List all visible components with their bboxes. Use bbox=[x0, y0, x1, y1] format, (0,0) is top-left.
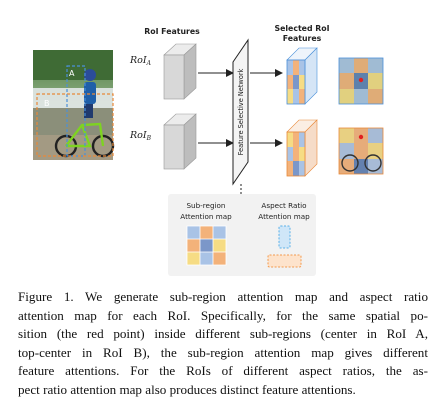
roi-a-label: RoIA bbox=[129, 55, 152, 67]
aspect-title-2: Attention map bbox=[258, 212, 310, 221]
roi-b-label: RoIB bbox=[129, 130, 152, 142]
selected-features-title-2: Features bbox=[283, 34, 322, 43]
attention-maps-panel: Sub-region Attention map Aspect Ratio At… bbox=[168, 194, 316, 276]
figure-diagram: A B RoI Features Selected RoI Features R… bbox=[33, 24, 384, 276]
figure-caption: Figure 1. We generate sub-region attenti… bbox=[18, 288, 428, 400]
aspect-title-1: Aspect Ratio bbox=[261, 201, 306, 210]
network-label: Feature Selective Network bbox=[237, 68, 245, 155]
roi-b-selected-cube bbox=[286, 119, 318, 177]
caption-line: feature attentions. For the RoIs of diff… bbox=[18, 363, 428, 379]
box-a-label: A bbox=[69, 69, 75, 78]
subregion-attention-grid bbox=[186, 225, 227, 266]
caption-line: pect ratio attention map also produces d… bbox=[18, 381, 356, 397]
feature-selective-network: Feature Selective Network bbox=[232, 38, 249, 186]
roi-features-title: RoI Features bbox=[144, 27, 200, 36]
caption-line: sition (the red point) inside different … bbox=[18, 326, 428, 342]
roi-b-box bbox=[36, 93, 114, 157]
box-b-label: B bbox=[44, 99, 50, 108]
aspect-vertical-box bbox=[278, 225, 291, 249]
roi-b-feature-cube bbox=[163, 113, 197, 170]
caption-line: top-center in RoI B), the sub-region att… bbox=[18, 344, 428, 360]
caption-line: attention map for each RoI. Specifically… bbox=[18, 307, 428, 323]
subregion-title-2: Attention map bbox=[180, 212, 232, 221]
photo-child-on-bike: A B bbox=[33, 50, 115, 160]
roi-a-selected-cube bbox=[286, 47, 318, 105]
caption-line: Figure 1. We generate sub-region attenti… bbox=[18, 289, 428, 304]
aspect-horizontal-box bbox=[267, 254, 302, 268]
selected-features-title-1: Selected RoI bbox=[274, 24, 329, 33]
roi-a-attention-thumbnail bbox=[338, 57, 384, 105]
roi-b-attention-thumbnail bbox=[338, 127, 384, 175]
subregion-title-1: Sub-region bbox=[186, 201, 225, 210]
roi-a-feature-cube bbox=[163, 43, 197, 100]
